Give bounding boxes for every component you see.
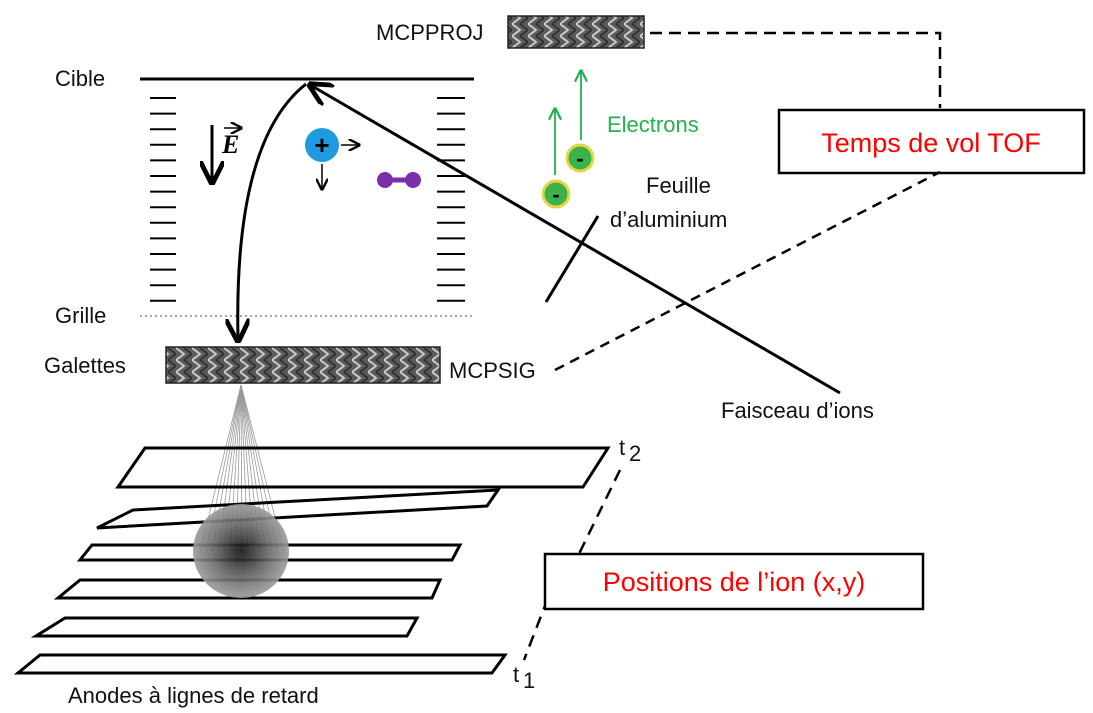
electrode-plates-right [437,97,465,302]
impact-spot [193,504,289,598]
anode-strip [13,653,508,675]
tof-connector-top [650,31,942,108]
anode-strip [53,578,443,600]
electron-particle-1: - [565,143,595,173]
positions-connector-top [574,469,622,561]
svg-text:-: - [576,146,583,171]
feuille-label-2: d’aluminium [610,207,727,232]
svg-text:-: - [552,182,559,207]
ion-trajectory [238,82,307,338]
galettes-label: Galettes [44,353,126,378]
efield-arrow: E [212,125,240,180]
ion-beam-line [312,86,841,395]
tof-connector-bottom [554,170,941,372]
svg-text:2: 2 [629,441,641,466]
electrons-label: Electrons [607,112,699,137]
svg-text:t: t [619,435,625,460]
tof-box: Temps de vol TOF [777,108,1086,175]
svg-text:1: 1 [523,668,535,693]
ion-charge: + [314,130,329,160]
electrode-plates-left [150,97,176,302]
molecule-icon [377,172,421,188]
anode-strip [30,616,420,638]
anode-strip [115,446,611,489]
electron-particle-2: - [541,179,571,209]
positions-box: Positions de l’ion (x,y) [543,552,925,611]
anode-strip [76,543,463,562]
svg-text:t: t [513,662,519,687]
ion-circle [305,128,339,162]
electron-arrows [555,72,581,175]
delay-line-anodes [13,446,611,675]
faisceau-label: Faisceau d’ions [721,398,874,423]
galettes-plate [165,346,441,384]
mcpproj-plate [507,15,645,49]
anodes-label: Anodes à lignes de retard [68,683,319,708]
grille-label: Grille [55,303,106,328]
efield-label: E [221,130,239,159]
anode-strip [96,488,501,530]
feuille-label-1: Feuille [646,173,711,198]
positive-ion: + [305,128,358,188]
positions-box-text: Positions de l’ion (x,y) [603,567,866,597]
mcpproj-label: MCPPROJ [376,20,484,45]
tof-box-text: Temps de vol TOF [821,128,1041,158]
t1-label: t 1 [513,662,535,693]
aluminium-foil [544,215,600,303]
cible-label: Cible [55,66,105,91]
mcpsig-label: MCPSIG [449,358,536,383]
t2-label: t 2 [619,435,641,466]
